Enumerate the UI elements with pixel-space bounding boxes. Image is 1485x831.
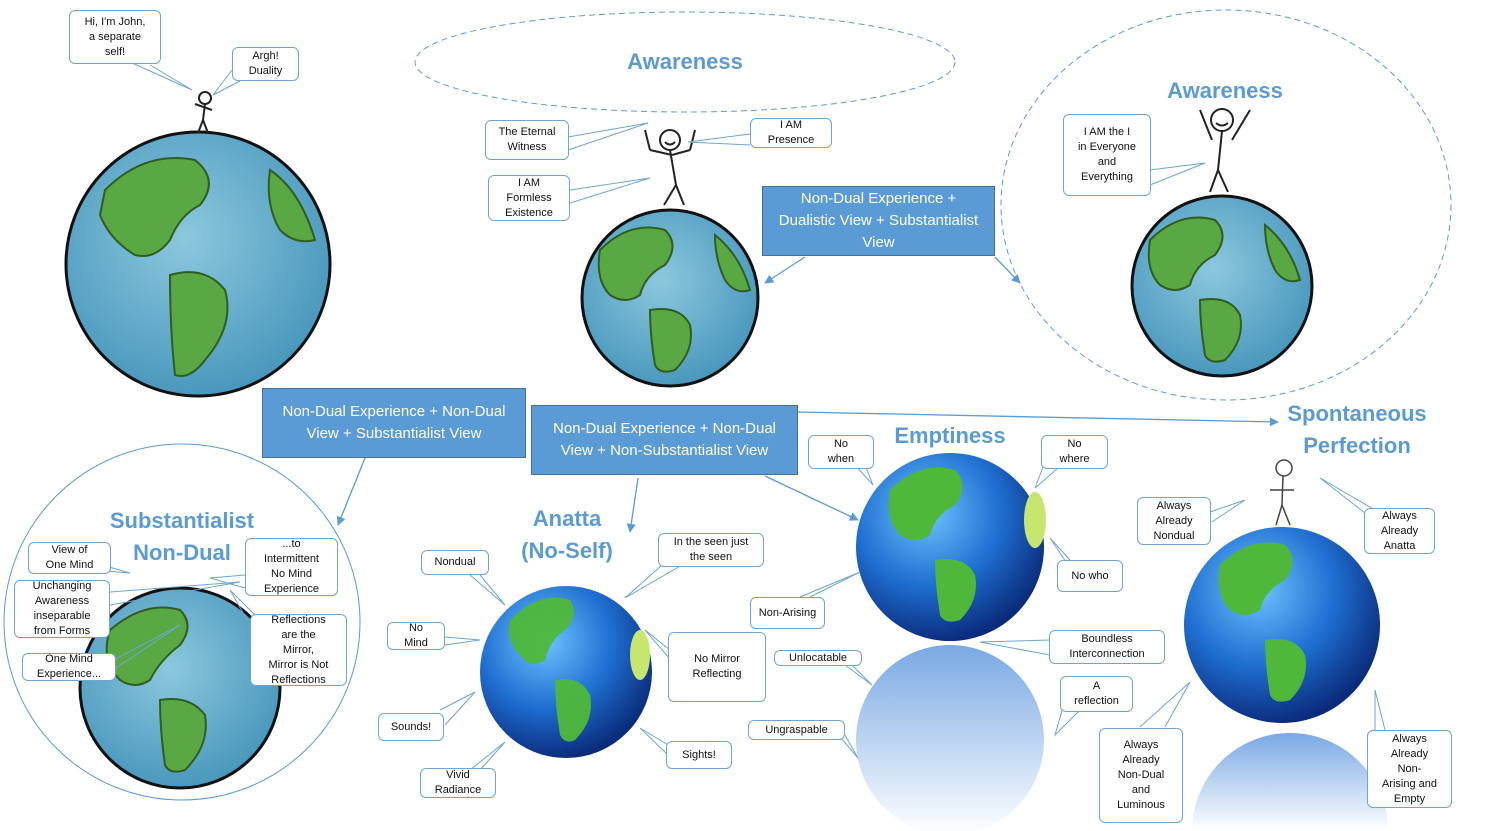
awareness-right-oval — [1000, 9, 1452, 401]
callout-no-where: No where — [1041, 435, 1108, 469]
earth-globe-3 — [1130, 194, 1314, 378]
callout-boundless: Boundless Interconnection — [1049, 630, 1165, 664]
stick-figure-witness — [644, 129, 696, 206]
title-awareness-right: Awareness — [1167, 78, 1283, 103]
callout-always-anatta: Always Already Anatta — [1364, 508, 1435, 554]
callout-argh: Argh! Duality — [232, 47, 299, 81]
awareness-oval — [414, 11, 956, 113]
title-awareness-center: Awareness — [627, 49, 743, 74]
callout-always-nondual: Always Already Nondual — [1137, 497, 1211, 545]
callout-iam-formless: I AM Formless Existence — [488, 175, 570, 221]
title-anatta: Anatta (No-Self) — [521, 506, 613, 563]
callout-unchanging: Unchanging Awareness inseparable from Fo… — [14, 580, 110, 638]
callout-no-when: No when — [808, 435, 874, 469]
callout-vivid-radiance: Vivid Radiance — [420, 768, 496, 798]
title-substantialist: Substantialist Non-Dual — [109, 508, 255, 565]
earth-globe-anatta — [480, 586, 652, 758]
callout-no-mirror: No Mirror Reflecting — [668, 632, 766, 702]
callout-sounds: Sounds! — [378, 713, 444, 741]
callout-john: Hi, I'm John, a separate self! — [69, 10, 161, 64]
callout-always-empty: Always Already Non- Arising and Empty — [1367, 730, 1452, 808]
callout-intermittent: ...to Intermittent No Mind Experience — [245, 538, 338, 596]
callout-eternal-witness: The Eternal Witness — [485, 120, 569, 160]
callout-iam-everyone: I AM the I in Everyone and Everything — [1063, 114, 1151, 196]
callout-one-mind-experience: One Mind Experience... — [22, 653, 116, 681]
title-spontaneous: Spontaneous Perfection — [1287, 401, 1427, 458]
callout-iam-presence: I AM Presence — [750, 118, 832, 148]
substantialist-circle — [3, 443, 361, 801]
stick-figure-john — [194, 91, 213, 134]
stick-figure-spontaneous — [1270, 459, 1294, 526]
box-nondual-dualistic: Non-Dual Experience + Dualistic View + S… — [762, 186, 995, 256]
earth-globe-emptiness — [856, 453, 1046, 831]
callout-no-who: No who — [1057, 560, 1123, 592]
earth-globe-2 — [580, 208, 760, 388]
title-emptiness: Emptiness — [894, 423, 1006, 448]
callout-nondual: Nondual — [421, 550, 489, 575]
callout-unlocatable: Unlocatable — [774, 650, 862, 666]
box-nondual-substantialist: Non-Dual Experience + Non-Dual View + Su… — [262, 388, 526, 458]
callout-sights: Sights! — [666, 741, 732, 769]
callout-ungraspable: Ungraspable — [748, 720, 845, 740]
earth-globe-1 — [64, 130, 332, 398]
earth-globe-spontaneous — [1184, 527, 1388, 831]
callout-view-one-mind: View of One Mind — [28, 542, 111, 574]
callout-no-mind: No Mind — [387, 622, 445, 650]
callout-seen: In the seen just the seen — [658, 533, 764, 567]
earth-globe-4 — [78, 586, 282, 790]
callout-non-arising: Non-Arising — [750, 597, 825, 629]
callout-always-luminous: Always Already Non-Dual and Luminous — [1099, 728, 1183, 823]
callout-a-reflection: A reflection — [1060, 676, 1133, 712]
stick-figure-everyone — [1199, 108, 1251, 193]
callout-reflections: Reflections are the Mirror, Mirror is No… — [250, 614, 347, 686]
callout-pointers — [94, 61, 1386, 771]
flow-arrows — [336, 256, 1279, 533]
box-nondual-nonsubstantialist: Non-Dual Experience + Non-Dual View + No… — [531, 405, 798, 475]
